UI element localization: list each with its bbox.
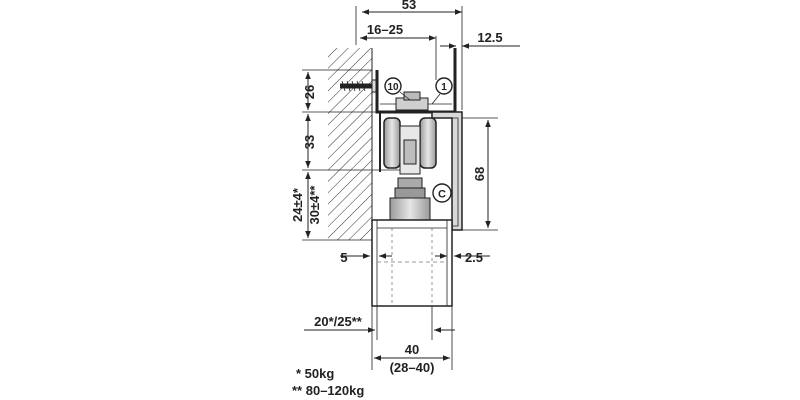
dim-right-height: 68 bbox=[472, 167, 487, 181]
dim-top-width: 53 bbox=[402, 0, 416, 12]
dim-bottom-width: 40 bbox=[405, 342, 419, 357]
door-panel bbox=[371, 219, 453, 307]
callout-1: 1 bbox=[431, 77, 453, 105]
dim-left-top: 26 bbox=[302, 85, 317, 99]
dim-top-range: 16–25 bbox=[367, 22, 403, 37]
callout-10: 10 bbox=[384, 77, 411, 101]
marker-c-label: C bbox=[438, 189, 446, 201]
dim-left-low-a: 24±4* bbox=[290, 187, 305, 222]
dim-bottom-range: (28–40) bbox=[390, 360, 435, 375]
wall-section bbox=[328, 48, 373, 240]
dim-left-gap: 5 bbox=[340, 250, 347, 265]
dim-left-mid: 33 bbox=[302, 135, 317, 149]
marker-1-label: 1 bbox=[441, 82, 447, 93]
dim-left-low-b: 30±4** bbox=[307, 185, 322, 225]
dimension-arrows bbox=[304, 9, 520, 361]
marker-10-label: 10 bbox=[387, 82, 399, 93]
roller-carriage bbox=[383, 91, 437, 221]
dim-door-thickness: 20*/25** bbox=[314, 314, 363, 329]
dim-right-gap: 2.5 bbox=[465, 250, 483, 265]
note-single-star: * 50kg bbox=[296, 366, 334, 381]
extension-lines bbox=[302, 6, 498, 370]
note-double-star: ** 80–120kg bbox=[292, 383, 364, 398]
dim-top-right: 12.5 bbox=[477, 30, 502, 45]
callout-c: C bbox=[432, 183, 452, 203]
